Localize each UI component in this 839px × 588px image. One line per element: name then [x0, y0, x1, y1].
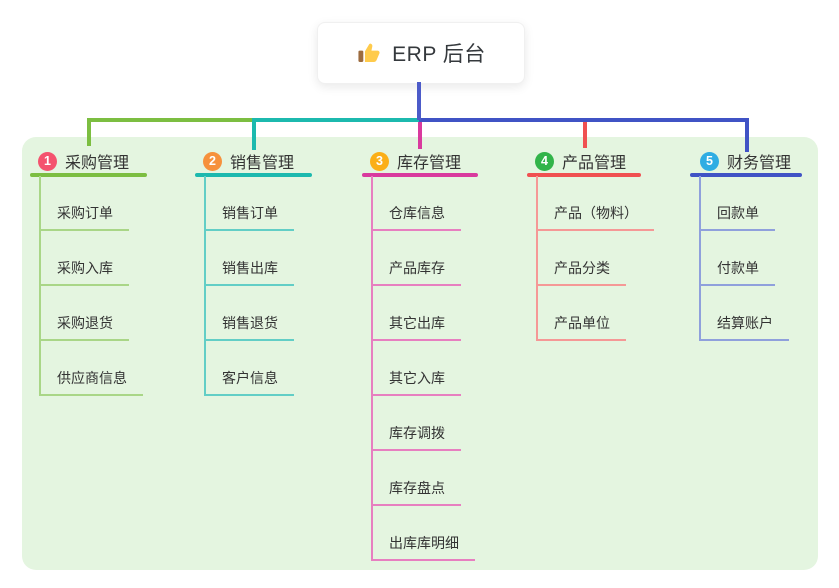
branch-number-badge: 3 [370, 151, 389, 171]
branch-node-inventory-management[interactable]: 3 库存管理 [370, 149, 461, 173]
branch-title: 财务管理 [727, 155, 792, 172]
branch-number-badge: 5 [700, 151, 719, 171]
connector-drop-sales [252, 120, 256, 150]
branch-number-badge: 4 [535, 151, 554, 171]
branches-panel [22, 137, 818, 570]
node-product-category[interactable]: 产品分类 [536, 260, 626, 286]
node-product-stock[interactable]: 产品库存 [371, 260, 461, 286]
node-product-unit[interactable]: 产品单位 [536, 315, 626, 341]
connector-drop-product [583, 120, 587, 148]
root-node[interactable]: ERP 后台 [317, 22, 525, 84]
branch-underline [527, 173, 641, 177]
node-purchase-return[interactable]: 采购退货 [39, 315, 129, 341]
connector-root-drop [417, 82, 421, 120]
connector-drop-purchase [87, 120, 91, 146]
branch-children-line [204, 176, 206, 396]
node-payment-order[interactable]: 付款单 [699, 260, 775, 286]
connector-drop-finance [745, 120, 749, 152]
branch-children-line [536, 176, 538, 341]
node-sales-outbound[interactable]: 销售出库 [204, 260, 294, 286]
node-warehouse-info[interactable]: 仓库信息 [371, 205, 461, 231]
node-purchase-order[interactable]: 采购订单 [39, 205, 129, 231]
node-other-outbound[interactable]: 其它出库 [371, 315, 461, 341]
branch-underline [195, 173, 312, 177]
branch-node-sales-management[interactable]: 2 销售管理 [203, 149, 294, 173]
branch-node-product-management[interactable]: 4 产品管理 [535, 149, 626, 173]
branch-children-line [699, 176, 701, 341]
node-outbound-detail[interactable]: 出库库明细 [371, 535, 475, 561]
branch-underline [690, 173, 802, 177]
node-stock-taking[interactable]: 库存盘点 [371, 480, 461, 506]
node-sales-return[interactable]: 销售退货 [204, 315, 294, 341]
branch-title: 销售管理 [230, 155, 295, 172]
node-customer-info[interactable]: 客户信息 [204, 370, 294, 396]
node-product-material[interactable]: 产品（物料） [536, 205, 654, 231]
branch-underline [362, 173, 478, 177]
branch-title: 产品管理 [562, 155, 627, 172]
branch-title: 采购管理 [65, 155, 130, 172]
thumbs-up-icon [356, 40, 382, 66]
branch-number-badge: 1 [38, 151, 57, 171]
branch-children-line [39, 176, 41, 396]
branch-underline [30, 173, 147, 177]
branch-node-finance-management[interactable]: 5 财务管理 [700, 149, 791, 173]
root-node-title: ERP 后台 [392, 43, 486, 66]
node-sales-order[interactable]: 销售订单 [204, 205, 294, 231]
connector-drop-inventory [418, 121, 422, 149]
node-other-inbound[interactable]: 其它入库 [371, 370, 461, 396]
branch-title: 库存管理 [397, 155, 462, 172]
connector-rail-finance [419, 118, 749, 122]
node-collection-order[interactable]: 回款单 [699, 205, 775, 231]
node-settlement-account[interactable]: 结算账户 [699, 315, 789, 341]
branch-number-badge: 2 [203, 151, 222, 171]
branch-node-purchase-management[interactable]: 1 采购管理 [38, 149, 129, 173]
node-stock-transfer[interactable]: 库存调拨 [371, 425, 461, 451]
node-supplier-info[interactable]: 供应商信息 [39, 370, 143, 396]
connector-rail-sales [252, 118, 421, 122]
branch-children-line [371, 176, 373, 561]
node-purchase-inbound[interactable]: 采购入库 [39, 260, 129, 286]
